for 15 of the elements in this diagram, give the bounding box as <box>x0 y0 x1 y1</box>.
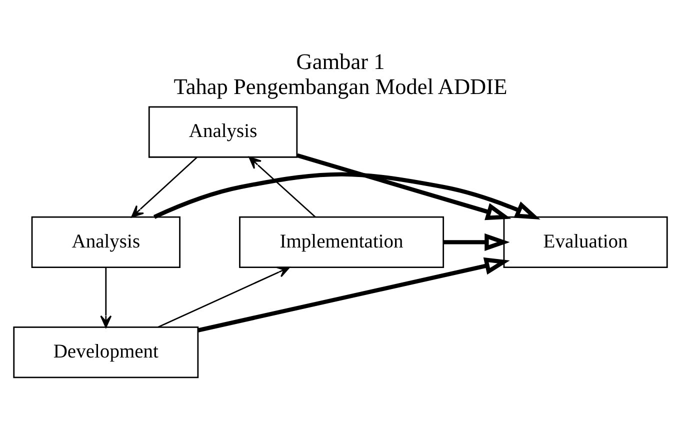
node-box: Implementation <box>239 216 444 268</box>
node-box: Development <box>13 326 199 378</box>
arrow <box>131 156 198 218</box>
node-box: Analysis <box>148 106 298 158</box>
arrow <box>444 233 510 251</box>
diagram-title: Gambar 1 <box>296 49 385 74</box>
arrow <box>198 257 510 332</box>
arrow <box>248 156 316 218</box>
arrow <box>100 267 112 328</box>
arrow <box>158 266 290 328</box>
arrow <box>296 153 512 220</box>
node-box: Analysis <box>31 216 180 268</box>
arrow <box>153 172 540 220</box>
caption: Tahap Pengembangan Model ADDIE <box>174 74 508 100</box>
node-box: Evaluation <box>503 216 668 268</box>
